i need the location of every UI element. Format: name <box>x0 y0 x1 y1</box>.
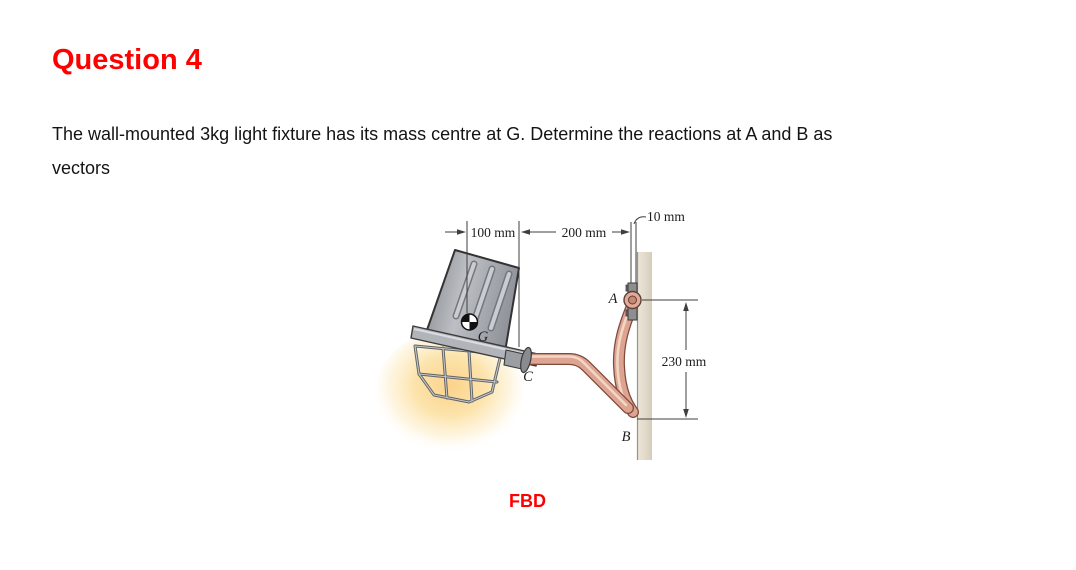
question-text-line2: vectors <box>52 158 111 178</box>
dim-230mm: 230 mm <box>662 354 707 369</box>
dim-10mm: 10 mm <box>647 209 685 224</box>
cg-symbol-g <box>460 313 479 331</box>
label-point-a: A <box>608 291 618 307</box>
collar-a <box>623 290 642 310</box>
question-text-line1: The wall-mounted 3kg light fixture has i… <box>52 124 833 144</box>
dimension-lines <box>445 216 698 420</box>
label-point-g: G <box>478 329 489 345</box>
wall <box>636 252 652 460</box>
dim-200mm: 200 mm <box>562 225 607 240</box>
tube-socket-c <box>503 346 532 374</box>
dimension-arrowheads <box>457 229 689 418</box>
lamp-shade <box>426 249 520 353</box>
label-point-b: B <box>622 429 631 445</box>
fbd-label: FBD <box>509 491 546 511</box>
page-title: Question 4 <box>52 44 202 76</box>
dim-100mm: 100 mm <box>471 225 516 240</box>
label-point-c: C <box>523 369 533 385</box>
question-text: The wall-mounted 3kg light fixture has i… <box>52 117 832 185</box>
flange-c <box>520 346 532 374</box>
lamp-glow <box>376 330 524 454</box>
tube-c-to-b <box>523 353 634 414</box>
